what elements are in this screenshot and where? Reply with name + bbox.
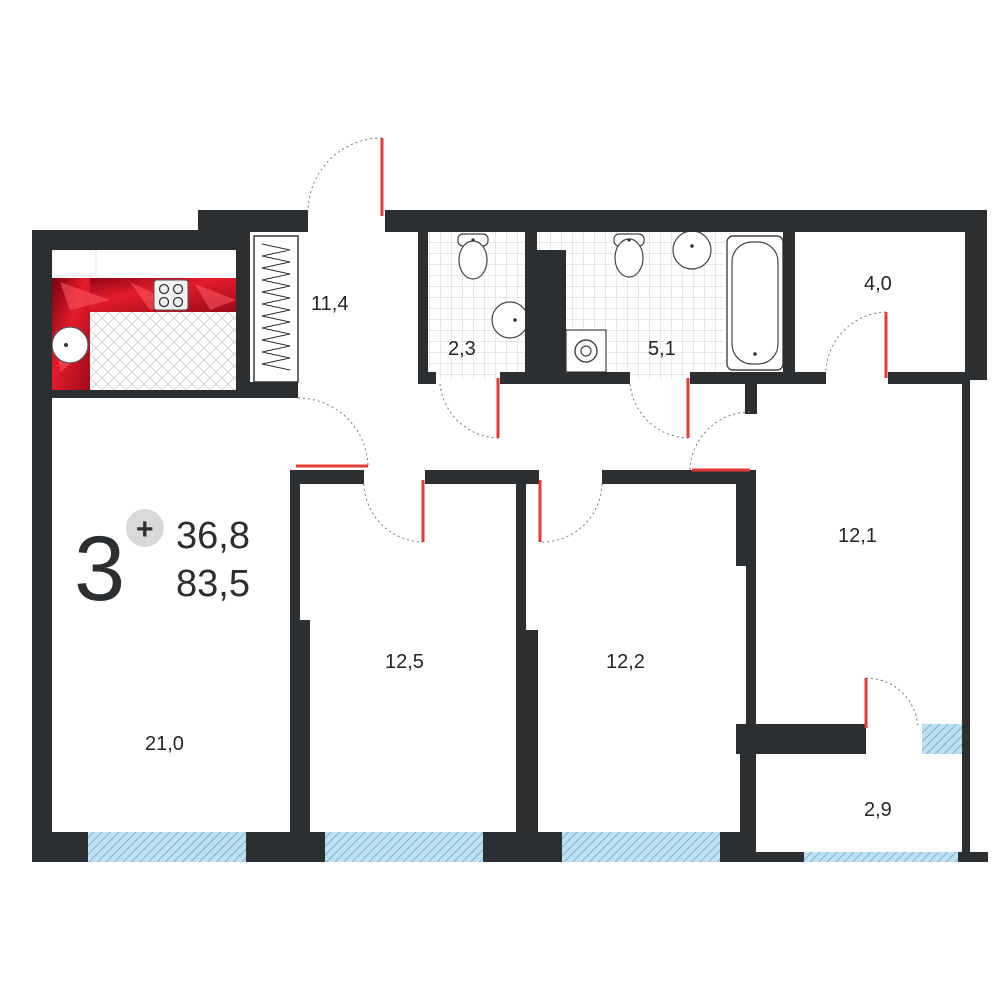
window-bedroom-middle	[562, 832, 720, 862]
area-bedroom-middle: 12,2	[606, 651, 645, 673]
stove-icon	[153, 279, 189, 311]
kitchen-sink-icon	[51, 326, 89, 364]
area-storage: 4,0	[864, 273, 892, 295]
area-living-room: 21,0	[145, 733, 184, 755]
area-wc: 2,3	[448, 338, 476, 360]
total-area-value: 83,5	[176, 563, 250, 605]
area-bedroom-right: 12,1	[838, 525, 877, 547]
kitchen-floor	[90, 312, 238, 390]
window-bedroom-right	[922, 724, 964, 754]
plus-sign: +	[136, 513, 154, 546]
door-swings	[297, 137, 919, 729]
window-living	[88, 832, 246, 862]
toilet-icon	[457, 233, 489, 280]
bath-sink-icon	[672, 230, 712, 270]
area-bathroom: 5,1	[648, 338, 676, 360]
apartment-summary: 3 + 36,8 83,5	[74, 509, 250, 620]
area-bedroom-left: 12,5	[385, 651, 424, 673]
window-bedroom-left	[325, 832, 483, 862]
kitchen-counter	[52, 278, 238, 390]
wardrobe-icon	[253, 235, 299, 383]
washing-machine-icon	[565, 329, 607, 373]
area-hallway: 11,4	[311, 293, 348, 315]
living-area-value: 36,8	[176, 515, 250, 557]
walls	[32, 210, 988, 862]
wc-sink-icon	[491, 301, 529, 339]
window-balcony	[804, 852, 958, 862]
windows	[88, 724, 964, 862]
fridge-icon	[51, 249, 97, 277]
plus-badge	[126, 509, 164, 547]
bathtub-icon	[726, 235, 784, 371]
room-count: 3	[74, 518, 125, 620]
toilet-icon-2	[613, 233, 645, 278]
area-balcony: 2,9	[864, 799, 892, 821]
doors	[296, 138, 888, 728]
